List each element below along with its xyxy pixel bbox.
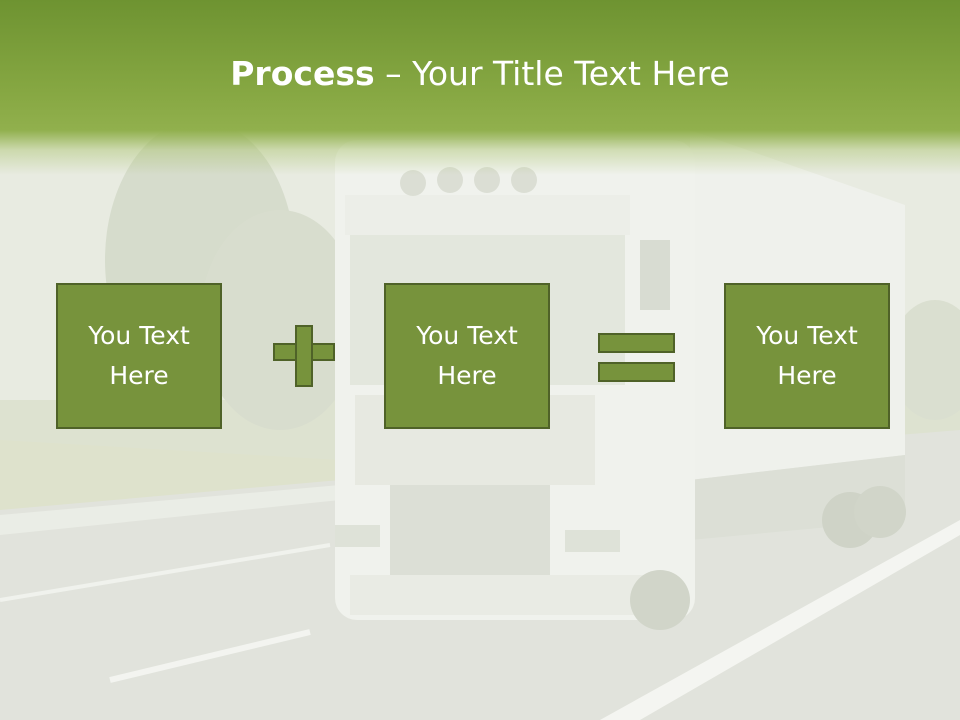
title-band [0,0,960,175]
text-box-1[interactable]: You Text Here [56,283,222,429]
text-box-3[interactable]: You Text Here [724,283,890,429]
text-box-2[interactable]: You Text Here [384,283,550,429]
title-separator: – [374,54,413,93]
title-bold: Process [230,54,375,93]
equals-bottom-bar [598,362,675,382]
equals-top-bar [598,333,675,353]
title-text: Your Title Text Here [412,54,730,93]
slide-title: Process – Your Title Text Here [0,52,960,96]
